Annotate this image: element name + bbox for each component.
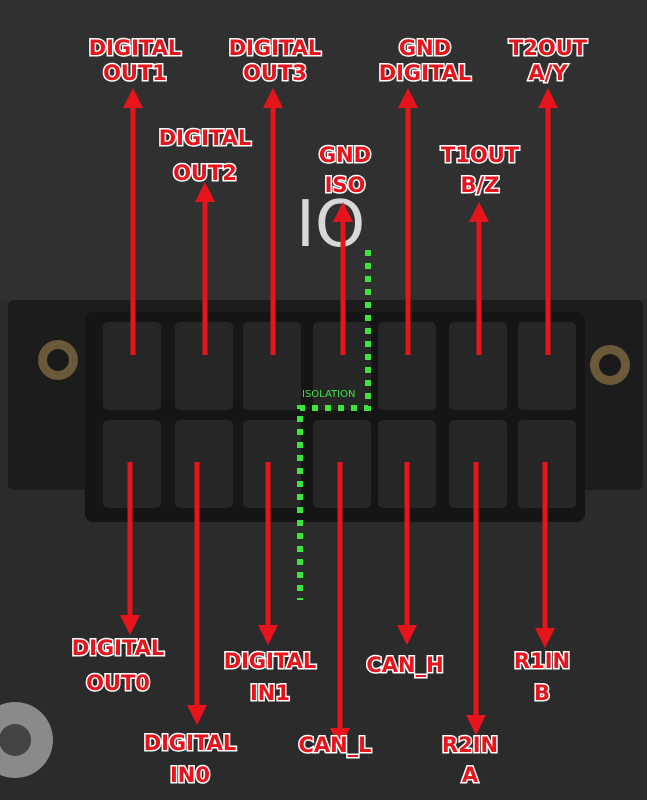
socket <box>103 322 161 410</box>
pin-label-bottom: IN1 <box>250 681 290 705</box>
socket <box>175 322 233 410</box>
pin-label-top: T2OUT <box>509 36 588 60</box>
pin-label-top: OUT2 <box>173 161 237 185</box>
pin-label-top: GND <box>399 36 451 60</box>
socket <box>378 322 436 410</box>
pin-label-bottom: CAN_L <box>298 733 371 757</box>
pin-label-top: OUT3 <box>243 61 307 85</box>
isolation-boundary <box>297 250 371 600</box>
pin-label-top: DIGITAL <box>159 126 252 150</box>
pin-label-top: A/Y <box>528 61 568 85</box>
pin-label-bottom: R1IN <box>514 649 570 673</box>
pin-label-top: ISO <box>325 173 366 197</box>
pin-label-bottom: DIGITAL <box>224 649 317 673</box>
pin-label-bottom: IN0 <box>170 763 210 787</box>
pin-label-top: GND <box>319 143 371 167</box>
board-panel <box>0 0 647 300</box>
pin-label-bottom: CAN_H <box>366 653 443 677</box>
socket <box>449 322 507 410</box>
pin-label-top: DIGITAL <box>89 36 182 60</box>
pin-label-bottom: A <box>462 763 479 787</box>
isolation-label: ISOLATION <box>302 389 355 400</box>
pin-label-top: DIGITAL <box>379 61 472 85</box>
pin-label-top: DIGITAL <box>229 36 322 60</box>
pin-label-top: T1OUT <box>441 143 520 167</box>
socket <box>243 322 301 410</box>
pin-label-bottom: DIGITAL <box>144 731 237 755</box>
pin-label-bottom: DIGITAL <box>72 636 165 660</box>
pin-label-bottom: B <box>534 681 550 705</box>
socket <box>243 420 301 508</box>
board-marking: IO <box>296 188 365 262</box>
pin-label-top: OUT1 <box>103 61 167 85</box>
pin-label-bottom: OUT0 <box>86 671 150 695</box>
socket <box>175 420 233 508</box>
pin-label-top: B/Z <box>461 173 500 197</box>
socket <box>313 322 371 410</box>
pin-label-bottom: R2IN <box>442 733 498 757</box>
socket <box>518 322 576 410</box>
